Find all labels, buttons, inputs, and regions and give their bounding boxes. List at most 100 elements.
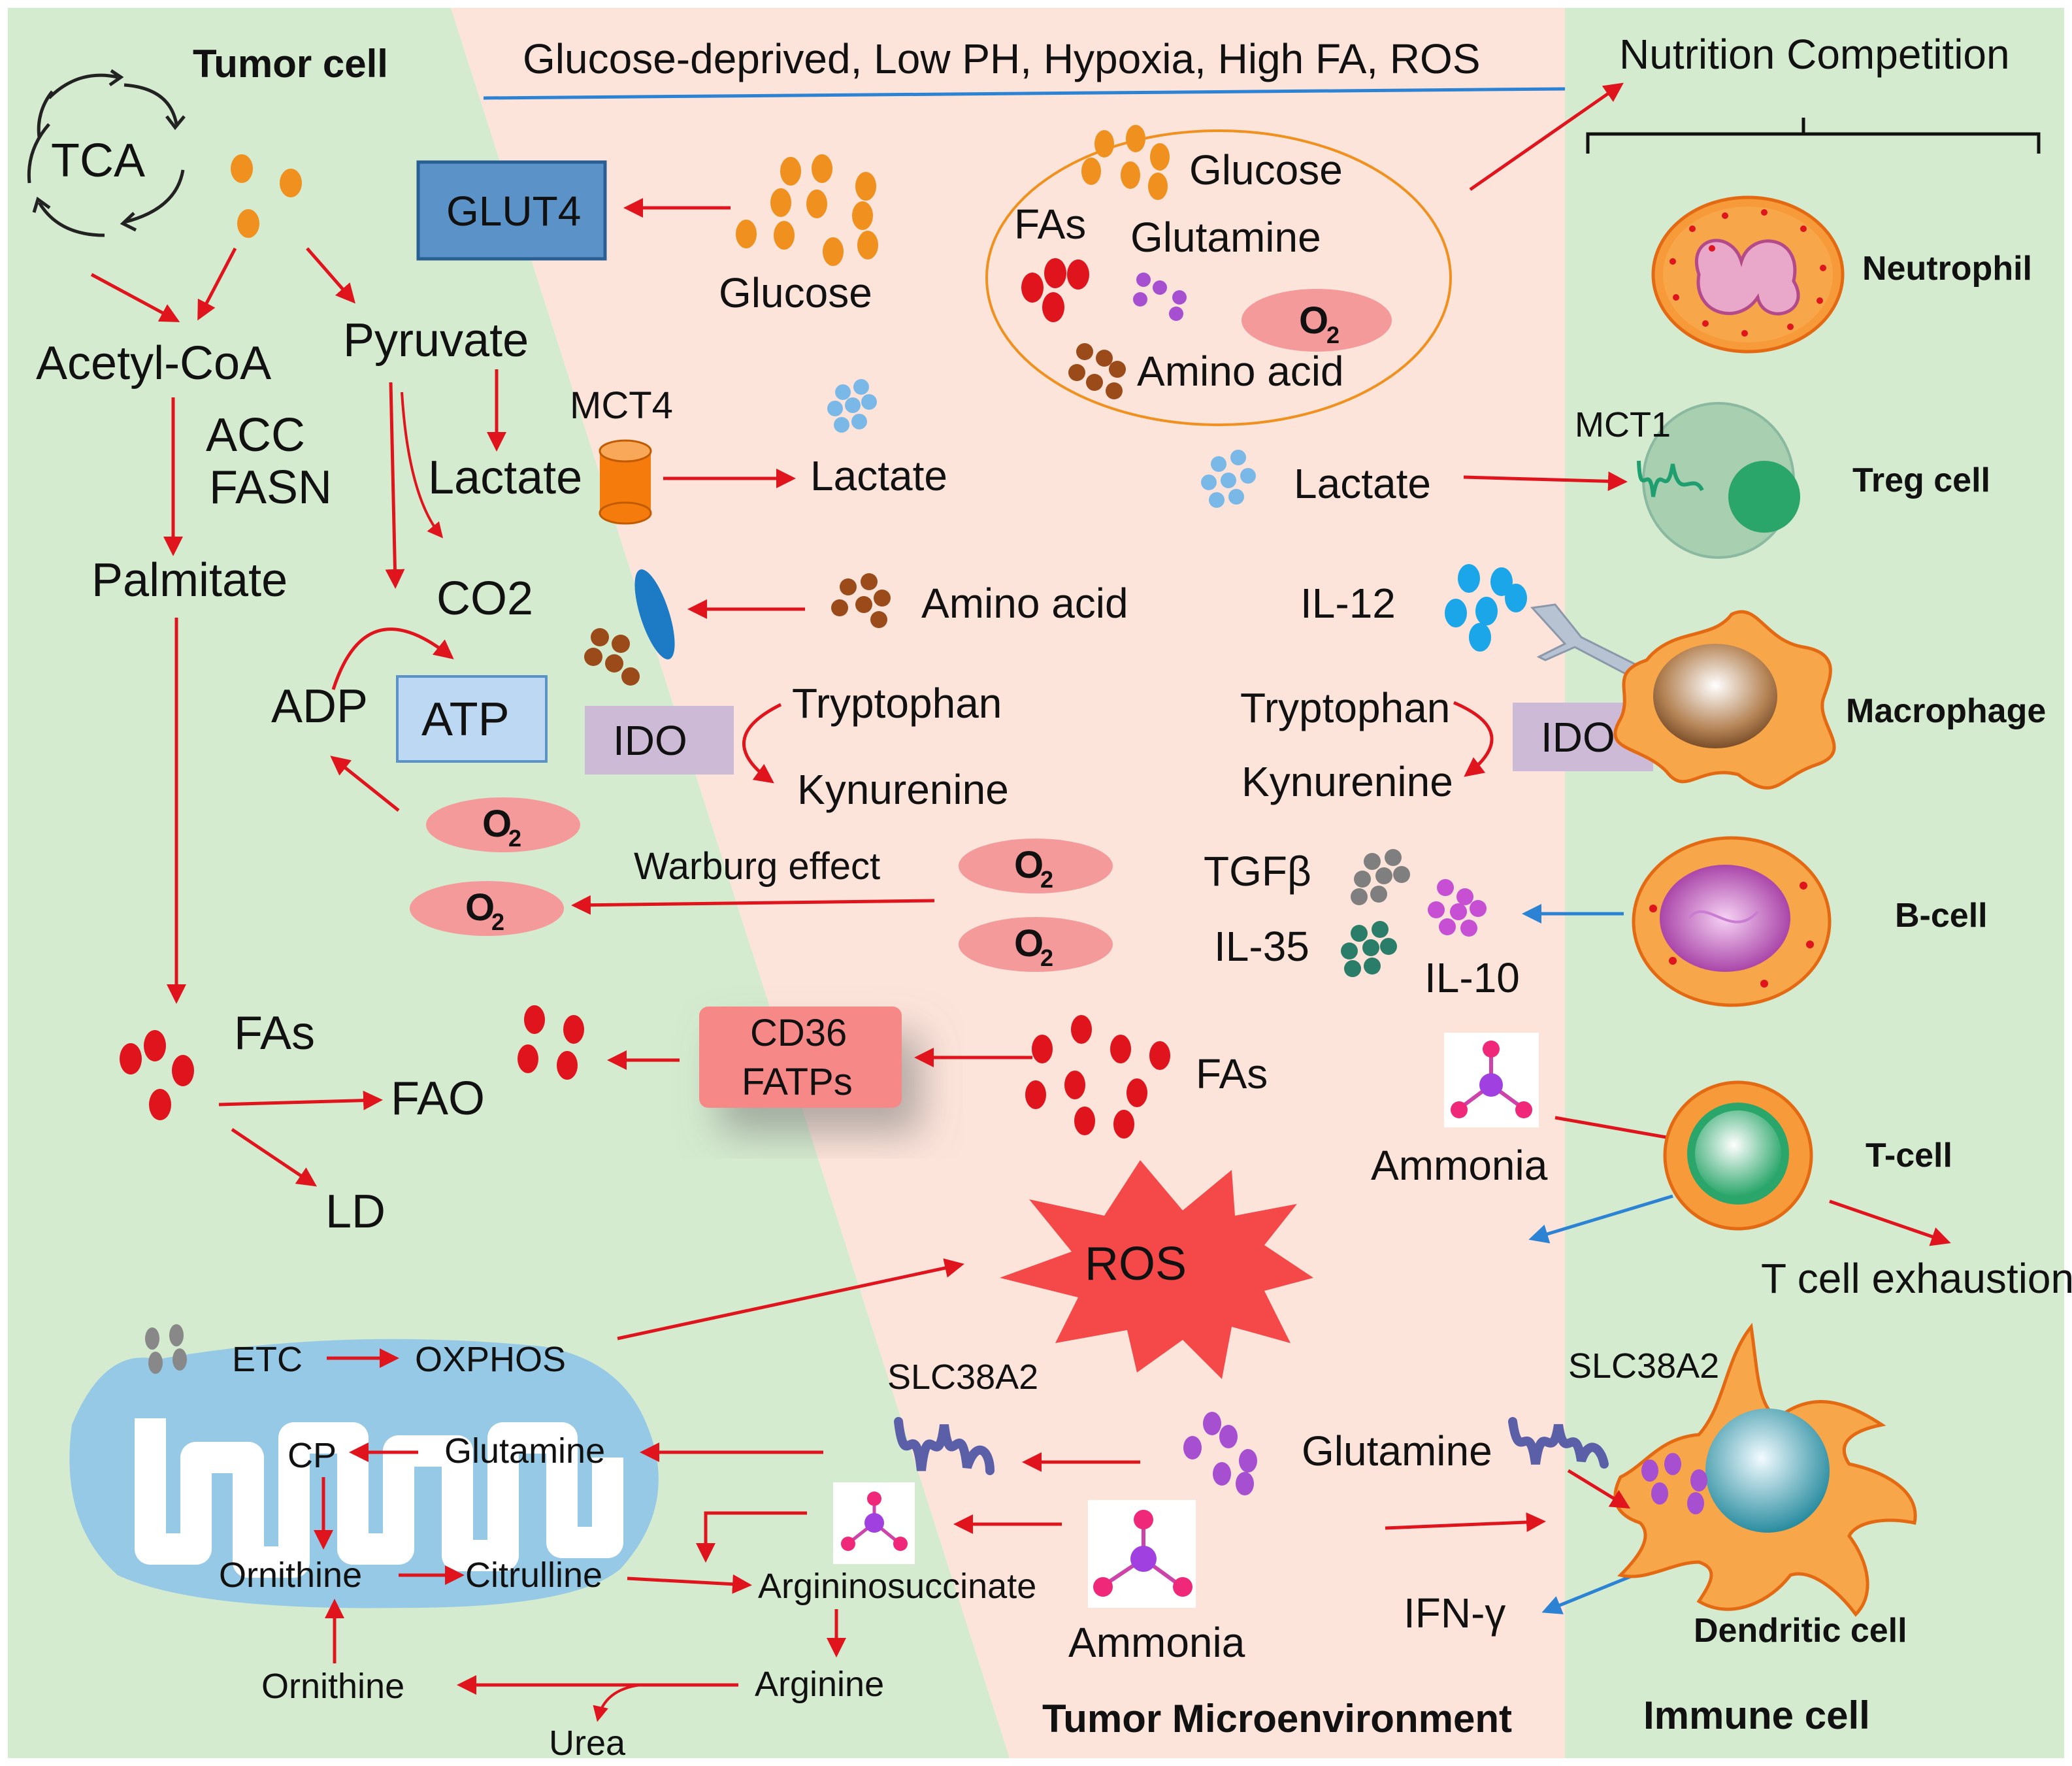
ido-label-immune: IDO [1541,714,1615,761]
arrow-pyruvate-co2-curve [401,392,444,539]
fatps-label: FATPs [742,1061,853,1103]
ammonia-molecule-tme [1088,1500,1196,1608]
tme-heading: Tumor Microenvironment [1042,1697,1512,1741]
arrow-fas-ld [231,1127,317,1187]
dendritic-graphic [1508,1322,1917,1617]
macrophage-graphic [1613,610,1836,790]
oxphos-label: OXPHOS [415,1340,566,1379]
o2-subscript: 2 [1326,322,1340,348]
tryptophan-label: Tryptophan [792,680,1002,727]
glutamine-label-immune: Glutamine [1302,1427,1492,1474]
nutrition-brace [1586,118,2041,154]
t-exhaustion-label: T cell exhaustion [1761,1255,2072,1302]
adp-label: ADP [271,680,368,733]
o2-subscript: 2 [1040,944,1053,971]
tme-lactate-dots [827,379,877,433]
fao-fa-dots [518,1005,584,1080]
glutamine-label-mito: Glutamine [444,1431,605,1471]
neutrophil-label: Neutrophil [1862,250,2032,288]
bcell-graphic [1632,836,1832,1007]
arginine-label: Arginine [755,1665,884,1704]
palmitate-label: Palmitate [91,554,288,607]
arrow-lactate-mct1 [1463,471,1628,491]
ornithine2-label: Ornithine [261,1667,404,1706]
fas-label-tumor: FAs [234,1007,315,1059]
kynurenine-label-immune: Kynurenine [1242,758,1453,805]
argininosuccinate-label: Argininosuccinate [758,1567,1036,1606]
conditions-text: Glucose-deprived, Low PH, Hypoxia, High … [523,35,1481,82]
ido-box-tumor [585,706,734,775]
ros-burst [1000,1160,1313,1379]
tme-glucose-dots [736,154,878,266]
arrow-citrulline-argsucc [627,1574,752,1594]
tgfb-label: TGFβ [1204,848,1311,895]
tca-cycle [27,69,186,237]
arrow-pool-to-nutrition [1469,82,1624,192]
glut4-label: GLUT4 [446,188,581,235]
slc38a2-transporter-tme [894,1417,995,1475]
arrow-immune-trp-kyn [1453,701,1494,777]
tca-label: TCA [51,135,145,187]
atp-box [396,675,548,763]
arrow-tryptophan-kynurenine [742,703,782,784]
mct4-transporter [599,439,652,525]
mct4-label: MCT4 [570,384,673,427]
tumor-amino-dots [584,628,640,686]
arrow-ammonia-argsucc [696,1511,807,1563]
tumor-o2-a: O 2 [426,797,580,852]
immune-lactate-dots [1201,450,1256,508]
pool-glutamine-label: Glutamine [1130,214,1321,261]
warburg-label: Warburg effect [634,845,880,888]
o2-text: O [482,803,512,845]
tumor-cell-heading: Tumor cell [193,42,388,86]
acc-label: ACC [206,409,305,461]
pool-amino-dots [1068,343,1126,399]
treg-label: Treg cell [1852,461,1990,499]
ros-label: ROS [1085,1238,1187,1290]
arrow-to-acetylcoa-b [197,247,237,321]
arrow-arginine-urea [593,1684,641,1722]
header-line [483,87,1566,100]
cd36-fatps-box [699,1007,902,1108]
pool-glutamine-dots [1133,273,1187,321]
dendritic-label: Dendritic cell [1694,1612,1907,1650]
ornithine-label: Ornithine [219,1556,362,1595]
o2-text: O [1014,844,1044,886]
o2-subscript: 2 [1040,866,1053,893]
slc38a2-label-tme: SLC38A2 [887,1358,1038,1397]
fas-label-tme: FAs [1196,1050,1268,1097]
arrow-fas-fao [218,1090,383,1110]
bcell-label: B-cell [1895,897,1988,935]
treg-graphic [1637,402,1800,559]
arrow-o2-adp [330,756,400,812]
pool-fas-label: FAs [1014,201,1086,248]
tumor-fa-dots [120,1030,194,1120]
arrow-pyruvate-co2 [385,382,405,589]
glucose-label-tme: Glucose [719,269,872,316]
arrow-to-dendritic [1385,1512,1546,1532]
ammonia-label-tme: Ammonia [1068,1619,1245,1666]
citrulline-label: Citrulline [465,1556,602,1595]
line-ammonia-tcell [1554,1116,1667,1139]
neutrophil-graphic [1651,195,1845,354]
co2-label: CO2 [436,573,533,625]
tme-glutamine-dots [1183,1412,1257,1495]
etc-label: ETC [232,1340,303,1379]
il10-dots [1428,879,1487,937]
pyruvate-label: Pyruvate [343,314,529,367]
ammonia-label-immune: Ammonia [1371,1142,1548,1189]
pool-glucose-dots [1081,125,1170,200]
tumor-glucose-dots [231,154,302,238]
lactate-label-tme: Lactate [810,452,947,499]
o2-text: O [465,886,495,929]
fasn-label: FASN [209,461,332,514]
atp-label: ATP [421,693,510,746]
arrow-tcell-blue [1528,1194,1673,1244]
nutrient-pool [985,129,1452,426]
tme-o2-a: O 2 [959,839,1113,893]
o2-subscript: 2 [508,825,521,852]
il10-label: IL-10 [1424,954,1520,1001]
cp-label: CP [288,1436,337,1475]
tcell-graphic [1663,1080,1813,1231]
tryptophan-label-immune: Tryptophan [1240,684,1450,731]
